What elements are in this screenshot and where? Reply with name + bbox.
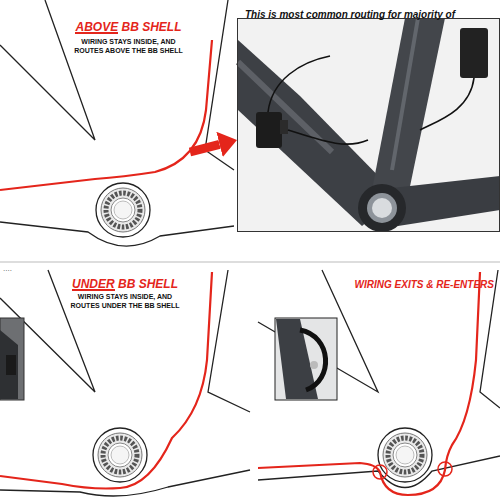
panel-drawing: ABOVE BB SHELLWIRING STAYS INSIDE, AND R…	[0, 10, 190, 250]
ellipsis-note: ....	[3, 264, 12, 273]
wire	[420, 78, 474, 130]
bb-shell	[96, 183, 150, 237]
photo-cable	[300, 330, 326, 390]
heading-underline	[72, 289, 115, 291]
exit-marker	[438, 462, 452, 476]
photo-cable	[6, 355, 16, 375]
heading-underline	[75, 32, 118, 34]
bb-shell	[93, 428, 147, 482]
down-tube	[238, 40, 398, 226]
seat-tube	[372, 18, 445, 196]
panel-note: WIRING STAYS INSIDE, AND ROUTES ABOVE TH…	[67, 37, 190, 55]
photo-heading: This is most common routing for majority…	[245, 9, 455, 21]
photo-panel: This is most common routing for majority…	[237, 2, 500, 232]
tube-highlight	[392, 18, 418, 170]
divider	[0, 262, 500, 263]
frame-outline	[480, 270, 500, 408]
frame-outline	[208, 270, 250, 412]
wire	[268, 56, 330, 112]
photo-ground	[238, 18, 500, 232]
photo-inset	[0, 318, 24, 400]
wire-route	[0, 272, 212, 489]
bb-shell-photo	[367, 193, 397, 223]
entry-marker	[373, 465, 387, 479]
junction-plug	[280, 120, 288, 134]
wire-route	[258, 272, 480, 495]
photo-inset	[275, 318, 337, 400]
wire	[288, 130, 368, 144]
panel-heading: WIRING EXITS & RE-ENTERS	[355, 279, 494, 291]
bb-shell-photo	[372, 198, 392, 218]
arrow-connector	[190, 144, 220, 152]
wire-route	[0, 40, 212, 190]
photo-frame-tube	[0, 330, 18, 399]
panel-note: WIRING STAYS INSIDE, AND ROUTES UNDER TH…	[64, 292, 186, 310]
photo-bolt	[310, 361, 318, 369]
photo-border	[237, 18, 500, 232]
junction-box	[256, 112, 282, 148]
chainstay	[392, 176, 500, 226]
bb-shell-photo	[358, 184, 406, 232]
battery-mount	[460, 28, 488, 78]
